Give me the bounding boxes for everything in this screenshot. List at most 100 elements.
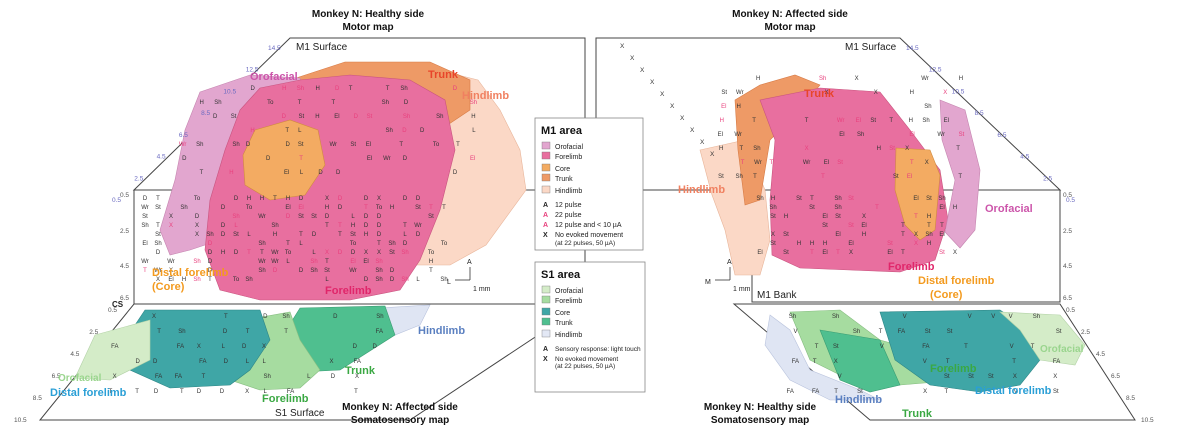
site-symbol: D: [223, 329, 228, 335]
site-symbol: T: [246, 329, 250, 335]
site-symbol: El: [366, 142, 371, 148]
site-symbol: St: [925, 329, 931, 335]
site-symbol: T: [815, 344, 819, 350]
site-symbol: To: [441, 241, 448, 247]
left-depth-tick: 2.5: [120, 228, 129, 235]
title-top-left-line2: Motor map: [342, 22, 393, 33]
site-symbol: D: [416, 232, 421, 238]
site-symbol: V: [903, 314, 907, 320]
site-symbol: Sh: [753, 146, 760, 152]
site-symbol: St: [415, 205, 421, 211]
site-symbol: D: [420, 128, 425, 134]
site-symbol: T: [940, 223, 944, 229]
right-surface-tick: 4.5: [1020, 154, 1029, 161]
svg-text:L: L: [447, 279, 451, 286]
site-symbol: Sh: [258, 241, 265, 247]
site-symbol: T: [889, 118, 893, 124]
site-symbol: X: [262, 344, 266, 350]
site-symbol: St: [833, 344, 839, 350]
right-depth-tick: 4.5: [1063, 263, 1072, 270]
site-symbol: Sh: [789, 314, 796, 320]
site-symbol: V: [880, 344, 884, 350]
site-symbol: D: [221, 232, 226, 238]
site-symbol: X: [905, 146, 909, 152]
legend-m1-label: Trunk: [555, 176, 573, 183]
title-top-right-line2: Motor map: [764, 22, 815, 33]
legend-m1-marker-symbol: A: [543, 202, 548, 209]
site-symbol: El: [913, 196, 918, 202]
site-symbol: T: [770, 160, 774, 166]
site-symbol: D: [333, 314, 338, 320]
site-symbol: St: [889, 146, 895, 152]
site-symbol: H: [959, 76, 963, 82]
site-symbol: St: [350, 142, 356, 148]
site-symbol: X: [377, 196, 381, 202]
site-symbol: D: [251, 86, 256, 92]
legend-m1-marker-symbol: X: [543, 232, 548, 239]
site-symbol: FA: [1053, 359, 1060, 365]
site-symbol: El: [909, 132, 914, 138]
right-label-forelimb: Forelimb: [888, 261, 935, 273]
legend-m1-marker-label: 12 pulse and < 10 µA: [555, 222, 622, 229]
left-surface-tick: 14.5: [268, 45, 281, 52]
site-symbol: D: [312, 232, 317, 238]
site-symbol: FA: [376, 329, 383, 335]
site-symbol: H: [771, 196, 775, 202]
site-symbol: FA: [787, 389, 794, 395]
right-s1-tick: 8.5: [1126, 395, 1135, 402]
right-m1-surface-label: M1 Surface: [845, 42, 897, 53]
legend-m1-label: Orofacial: [555, 144, 583, 151]
site-symbol: St: [848, 196, 854, 202]
site-symbol: Sh: [401, 250, 408, 256]
site-symbol: Wr: [329, 142, 337, 148]
site-symbol: H: [927, 241, 931, 247]
site-symbol: T: [810, 250, 814, 256]
site-symbol: Wr: [736, 90, 744, 96]
site-symbol: H: [736, 104, 740, 110]
site-symbol: H: [756, 76, 760, 82]
site-symbol: T: [325, 259, 329, 265]
site-symbol: Sh: [400, 86, 407, 92]
site-symbol: T: [299, 232, 303, 238]
left-surface-tick: 8.5: [201, 110, 210, 117]
site-symbol: T: [429, 268, 433, 274]
right-m1-bank-label: M1 Bank: [757, 290, 797, 301]
site-symbol: St: [231, 114, 237, 120]
site-symbol: Wr: [179, 142, 187, 148]
site-symbol: D: [299, 196, 304, 202]
site-symbol: D: [403, 241, 408, 247]
site-symbol: El: [839, 132, 844, 138]
site-symbol: D: [403, 196, 408, 202]
site-symbol: T: [286, 241, 290, 247]
site-symbol: D: [364, 277, 369, 283]
site-symbol: H: [953, 205, 957, 211]
site-symbol: El: [939, 232, 944, 238]
site-symbol: St: [311, 214, 317, 220]
site-symbol: El: [822, 250, 827, 256]
title-bottom-left-line2: Somatosensory map: [351, 415, 449, 426]
site-symbol: H: [286, 196, 290, 202]
site-symbol: H: [273, 232, 277, 238]
site-symbol: T: [260, 250, 264, 256]
site-symbol: X: [805, 146, 809, 152]
site-symbol: V: [923, 359, 927, 365]
site-symbol: H: [823, 241, 827, 247]
right-label-trunk: Trunk: [804, 88, 835, 100]
site-symbol: H: [315, 86, 319, 92]
site-symbol: D: [404, 100, 409, 106]
svg-text:A: A: [727, 259, 732, 266]
site-symbol: Sh: [834, 196, 841, 202]
site-symbol: T: [958, 174, 962, 180]
site-symbol: T: [156, 223, 160, 229]
site-symbol: El: [861, 223, 866, 229]
site-symbol: St: [887, 241, 893, 247]
site-symbol: St: [350, 232, 356, 238]
legend-m1-swatch: [542, 186, 550, 193]
legend-s1-note: (at 22 pulses, 50 µA): [555, 363, 615, 370]
legend-m1-marker-symbol: A: [543, 222, 548, 229]
site-symbol: St: [783, 250, 789, 256]
site-symbol: T: [741, 160, 745, 166]
legend-m1-swatch: [542, 152, 550, 159]
site-symbol: H: [390, 205, 394, 211]
site-symbol: D: [318, 170, 323, 176]
